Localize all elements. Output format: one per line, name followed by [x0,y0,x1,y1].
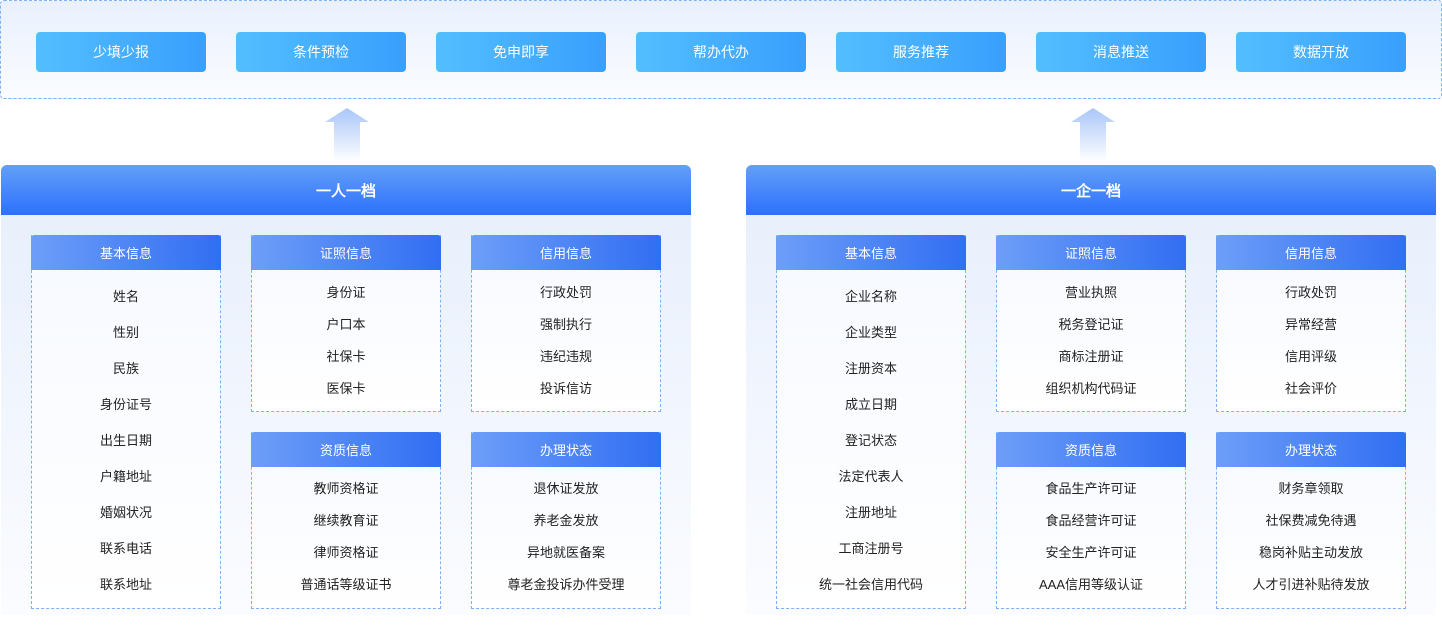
list-item: 法定代表人 [838,469,904,484]
list-item: 登记状态 [844,433,897,448]
list-item: 继续教育证 [313,513,379,528]
info-card: 办理状态退休证发放养老金发放异地就医备案尊老金投诉办件受理 [471,432,661,609]
list-item: 姓名 [112,289,139,304]
service-button[interactable]: 数据开放 [1236,32,1406,72]
info-card: 基本信息姓名性别民族身份证号出生日期户籍地址婚姻状况联系电话联系地址 [31,235,221,609]
list-item: 户籍地址 [99,469,152,484]
up-arrow-icon [325,108,369,162]
list-item: 注册资本 [844,361,897,376]
list-item: 强制执行 [539,317,592,332]
info-card: 资质信息教师资格证继续教育证律师资格证普通话等级证书 [251,432,441,609]
up-arrow-icon [1071,108,1115,162]
info-card: 信用信息行政处罚强制执行违纪违规投诉信访 [471,235,661,412]
list-item: 行政处罚 [539,285,592,300]
list-item: 出生日期 [99,433,152,448]
list-item: 身份证号 [99,397,152,412]
service-button[interactable]: 少填少报 [36,32,206,72]
list-item: 组织机构代码证 [1045,381,1137,396]
card-title: 证照信息 [996,235,1186,270]
list-item: 身份证 [326,285,366,300]
list-item: 成立日期 [844,397,897,412]
list-item: 行政处罚 [1284,285,1337,300]
list-item: 企业类型 [844,325,897,340]
list-item: 人才引进补贴待发放 [1252,577,1370,592]
list-item: 退休证发放 [533,481,599,496]
card-title: 信用信息 [1216,235,1406,270]
card-title: 资质信息 [251,432,441,467]
card-title: 办理状态 [471,432,661,467]
list-item: AAA信用等级认证 [1038,577,1143,592]
info-card: 证照信息身份证户口本社保卡医保卡 [251,235,441,412]
info-card: 信用信息行政处罚异常经营信用评级社会评价 [1216,235,1406,412]
list-item: 联系地址 [99,577,152,592]
list-item: 税务登记证 [1058,317,1124,332]
list-item: 社会评价 [1284,381,1337,396]
card-title: 资质信息 [996,432,1186,467]
list-item: 民族 [112,361,139,376]
list-item: 婚姻状况 [99,505,152,520]
card-title: 办理状态 [1216,432,1406,467]
info-card: 资质信息食品生产许可证食品经营许可证安全生产许可证 AAA信用等级认证 [996,432,1186,609]
list-item: 性别 [112,325,139,340]
panel-title: 一人一档 [1,165,691,215]
list-item: 社保卡 [326,349,366,364]
service-button[interactable]: 免申即享 [436,32,606,72]
services-bar: 少填少报条件预检免申即享帮办代办服务推荐消息推送数据开放 [0,0,1442,99]
list-item: 违纪违规 [539,349,592,364]
card-title: 信用信息 [471,235,661,270]
list-item: 异地就医备案 [526,545,605,560]
list-item: 户口本 [326,317,366,332]
list-item: 稳岗补贴主动发放 [1258,545,1363,560]
list-item: 统一社会信用代码 [818,577,923,592]
list-item: 财务章领取 [1278,481,1344,496]
list-item: 律师资格证 [313,545,379,560]
info-card: 基本信息企业名称企业类型注册资本成立日期登记状态法定代表人注册地址工商注册号统一… [776,235,966,609]
list-item: 食品生产许可证 [1045,481,1137,496]
info-card: 证照信息营业执照税务登记证商标注册证组织机构代码证 [996,235,1186,412]
list-item: 普通话等级证书 [300,577,392,592]
service-button[interactable]: 帮办代办 [636,32,806,72]
profile-panel: 一企一档基本信息企业名称企业类型注册资本成立日期登记状态法定代表人注册地址工商注… [746,165,1436,615]
list-item: 食品经营许可证 [1045,513,1137,528]
list-item: 教师资格证 [313,481,379,496]
service-button[interactable]: 服务推荐 [836,32,1006,72]
list-item: 尊老金投诉办件受理 [507,577,625,592]
list-item: 医保卡 [326,381,366,396]
list-item: 异常经营 [1284,317,1337,332]
panel-title: 一企一档 [746,165,1436,215]
list-item: 商标注册证 [1058,349,1124,364]
list-item: 养老金发放 [533,513,599,528]
list-item: 信用评级 [1284,349,1337,364]
card-title: 基本信息 [31,235,221,270]
list-item: 工商注册号 [838,541,904,556]
card-title: 证照信息 [251,235,441,270]
list-item: 社保费减免待遇 [1265,513,1357,528]
card-title: 基本信息 [776,235,966,270]
service-button[interactable]: 条件预检 [236,32,406,72]
list-item: 联系电话 [99,541,152,556]
info-card: 办理状态财务章领取社保费减免待遇稳岗补贴主动发放人才引进补贴待发放 [1216,432,1406,609]
profile-panel: 一人一档基本信息姓名性别民族身份证号出生日期户籍地址婚姻状况联系电话联系地址证照… [1,165,691,615]
list-item: 安全生产许可证 [1045,545,1137,560]
service-button[interactable]: 消息推送 [1036,32,1206,72]
list-item: 注册地址 [844,505,897,520]
list-item: 投诉信访 [539,381,592,396]
list-item: 营业执照 [1064,285,1117,300]
list-item: 企业名称 [844,289,897,304]
